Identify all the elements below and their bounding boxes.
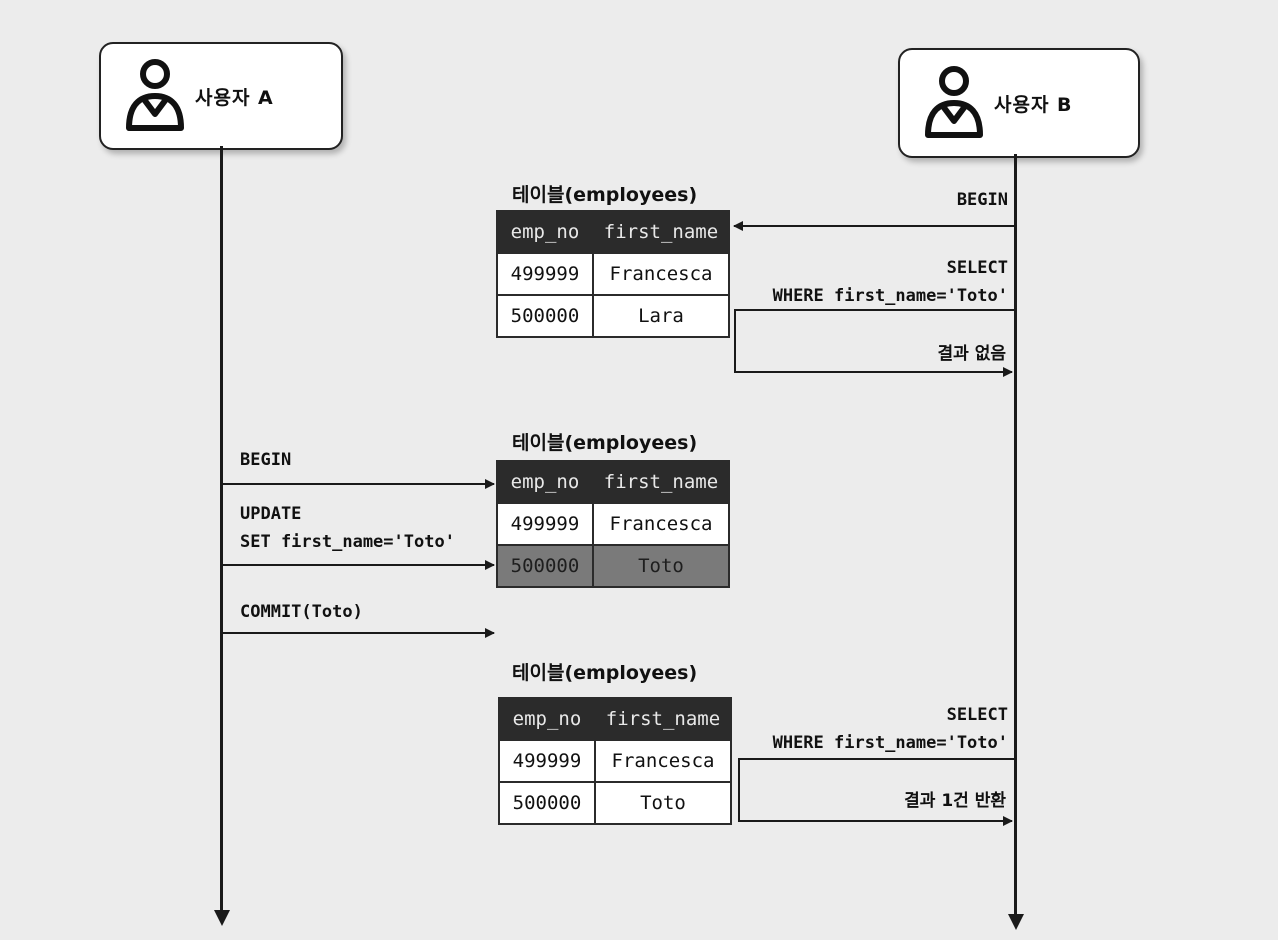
label-b-select-1-line1: SELECT — [946, 258, 1008, 278]
table-row: 500000 Lara — [496, 294, 730, 338]
lifeline-b — [1014, 154, 1017, 916]
employees-table-1: emp_no first_name 499999 Francesca 50000… — [496, 210, 730, 338]
actor-b-name: 사용자 B — [994, 93, 1073, 116]
table-caption-2: 테이블(employees) — [512, 432, 698, 454]
header-emp-no: emp_no — [498, 697, 596, 741]
lifeline-a-arrowhead — [214, 910, 230, 926]
cell-first-name: Lara — [592, 294, 730, 338]
table-caption-3: 테이블(employees) — [512, 662, 698, 684]
cell-emp-no: 500000 — [498, 781, 596, 825]
arrow-b-select-2 — [738, 758, 1014, 826]
table-row: 499999 Francesca — [496, 502, 730, 546]
cell-first-name: Toto — [592, 544, 730, 588]
arrow-b-select-1 — [734, 309, 1014, 377]
employees-table-2: emp_no first_name 499999 Francesca 50000… — [496, 460, 730, 588]
actor-user-b: 사용자 B — [898, 48, 1140, 158]
cell-emp-no: 500000 — [496, 294, 594, 338]
cell-first-name: Francesca — [592, 252, 730, 296]
table-row: 500000 Toto — [498, 781, 732, 825]
label-b-select-2-line2: WHERE first_name='Toto' — [772, 733, 1008, 753]
cell-first-name: Francesca — [592, 502, 730, 546]
cell-first-name: Toto — [594, 781, 732, 825]
lifeline-a — [220, 146, 223, 912]
employees-table-3: emp_no first_name 499999 Francesca 50000… — [498, 697, 732, 825]
user-icon — [126, 59, 184, 131]
header-first-name: first_name — [592, 210, 730, 254]
cell-first-name: Francesca — [594, 739, 732, 783]
user-icon — [925, 66, 983, 138]
actor-a-name: 사용자 A — [195, 86, 274, 109]
label-b-result-1: 결과 없음 — [937, 344, 1006, 364]
header-emp-no: emp_no — [496, 210, 594, 254]
label-a-update-line2: SET first_name='Toto' — [240, 532, 455, 552]
cell-emp-no: 500000 — [496, 544, 594, 588]
cell-emp-no: 499999 — [496, 252, 594, 296]
header-first-name: first_name — [592, 460, 730, 504]
label-a-update-line1: UPDATE — [240, 504, 302, 524]
table-row-updated: 500000 Toto — [496, 544, 730, 588]
table-row: 499999 Francesca — [496, 252, 730, 296]
table-header-row: emp_no first_name — [498, 697, 732, 741]
table-row: 499999 Francesca — [498, 739, 732, 783]
actor-user-a: 사용자 A — [99, 42, 343, 150]
header-first-name: first_name — [594, 697, 732, 741]
table-header-row: emp_no first_name — [496, 460, 730, 504]
cell-emp-no: 499999 — [498, 739, 596, 783]
table-header-row: emp_no first_name — [496, 210, 730, 254]
label-b-select-1-line2: WHERE first_name='Toto' — [772, 286, 1008, 306]
label-a-commit: COMMIT(Toto) — [240, 602, 363, 622]
cell-emp-no: 499999 — [496, 502, 594, 546]
table-caption-1: 테이블(employees) — [512, 184, 698, 206]
label-b-begin: BEGIN — [956, 190, 1008, 210]
label-b-result-2: 결과 1건 반환 — [904, 791, 1006, 811]
label-b-select-2-line1: SELECT — [946, 705, 1008, 725]
label-a-begin: BEGIN — [240, 450, 292, 470]
header-emp-no: emp_no — [496, 460, 594, 504]
lifeline-b-arrowhead — [1008, 914, 1024, 930]
